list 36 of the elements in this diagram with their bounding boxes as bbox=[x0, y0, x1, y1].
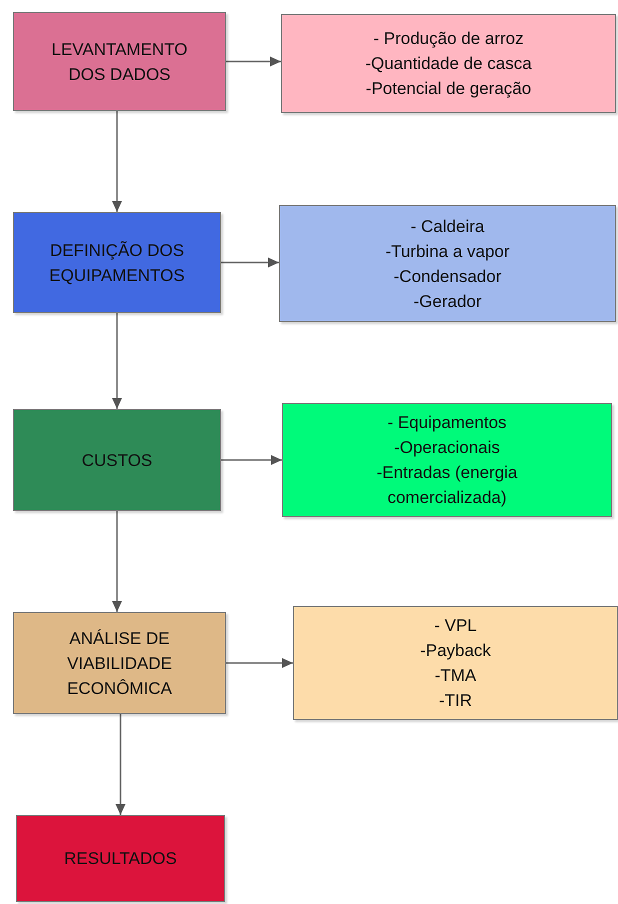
step-label: CUSTOS bbox=[82, 450, 152, 472]
step-label: LEVANTAMENTO DOS DADOS bbox=[50, 38, 189, 86]
list-item: - Caldeira bbox=[410, 216, 484, 238]
detail-box bbox=[293, 606, 618, 720]
process-box bbox=[13, 212, 221, 313]
arrow bbox=[112, 111, 122, 212]
list-item: -Gerador bbox=[413, 290, 482, 312]
process-box bbox=[13, 409, 221, 511]
detail-box bbox=[279, 205, 616, 322]
list-item: -Condensador bbox=[394, 266, 502, 288]
list-item: - Equipamentos bbox=[387, 412, 507, 434]
arrow bbox=[116, 714, 126, 815]
list-item: -TMA bbox=[434, 665, 476, 687]
list-item: -Turbina a vapor bbox=[385, 240, 510, 262]
process-box bbox=[16, 815, 225, 902]
arrow bbox=[226, 658, 293, 668]
step-label: ANÁLISE DE VIABILIDADE ECONÔMICA bbox=[66, 628, 173, 700]
process-box bbox=[13, 12, 226, 111]
arrow bbox=[226, 56, 281, 66]
list-item: -Potencial de geração bbox=[366, 78, 532, 100]
step-label: DEFINIÇÃO DOS EQUIPAMENTOS bbox=[48, 240, 186, 286]
arrow bbox=[112, 313, 122, 409]
list-item: -Operacionais bbox=[394, 437, 500, 459]
arrow bbox=[221, 455, 282, 465]
list-item: - Produção de arroz bbox=[373, 28, 524, 50]
list-item: - VPL bbox=[434, 615, 477, 637]
process-box bbox=[13, 612, 226, 714]
arrow bbox=[221, 258, 279, 268]
list-item: -Quantidade de casca bbox=[365, 53, 532, 75]
list-item: -TIR bbox=[438, 690, 472, 712]
step-label: RESULTADOS bbox=[64, 848, 177, 870]
detail-box bbox=[282, 403, 612, 517]
detail-box bbox=[281, 14, 616, 113]
arrow bbox=[112, 511, 122, 612]
list-item: -Entradas (energia comercializada) bbox=[376, 462, 518, 509]
list-item: -Payback bbox=[420, 640, 491, 662]
